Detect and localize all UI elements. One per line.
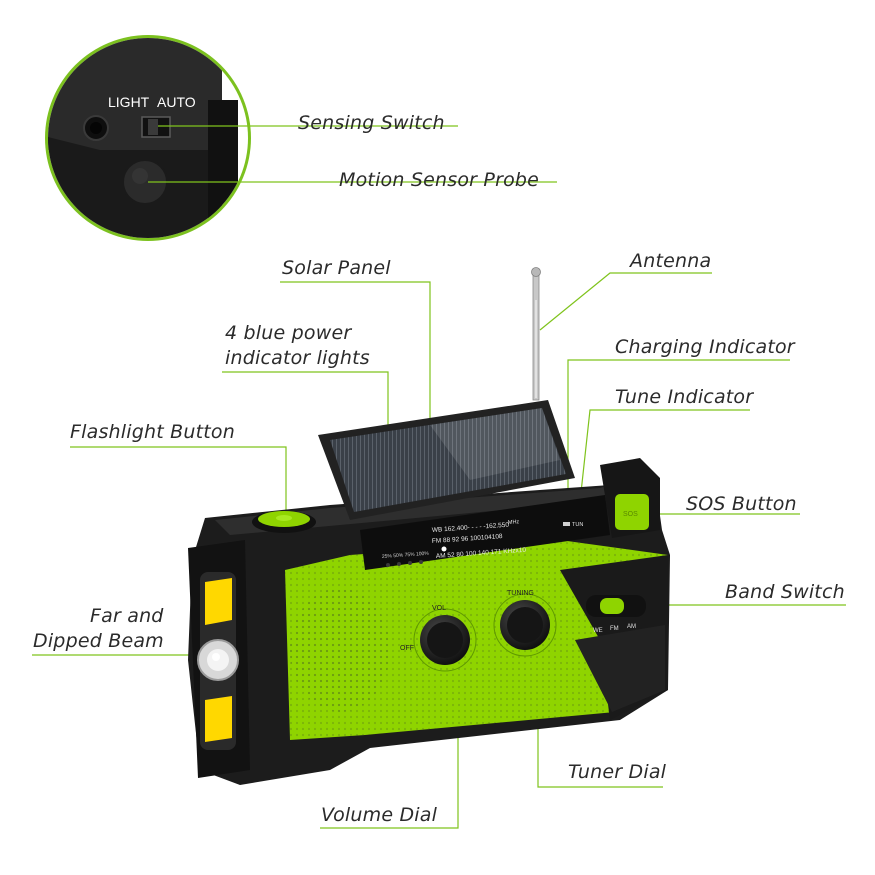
fm-band-scale: FM 88 92 96 100104108: [432, 533, 504, 545]
inset-auto-text: AUTO: [157, 94, 196, 110]
vol-text: VOL: [432, 605, 446, 612]
band-we-text: WE: [593, 628, 603, 634]
motion-sensor-inset: LIGHT AUTO: [45, 35, 251, 241]
power-light-1: [386, 563, 390, 567]
sos-button[interactable]: [615, 494, 649, 530]
dipped-beam-bottom: [205, 696, 232, 742]
solar-panel: [330, 408, 566, 512]
band-switch[interactable]: [600, 598, 624, 614]
label-beam-1: Far and: [90, 605, 164, 627]
label-solar-panel: Solar Panel: [282, 257, 391, 279]
tuning-text: TUNING: [507, 590, 534, 597]
label-tuner-dial: Tuner Dial: [568, 761, 667, 783]
label-charging-indicator: Charging Indicator: [615, 336, 795, 358]
label-sensing-switch: Sensing Switch: [298, 112, 445, 134]
speaker-grill: [290, 588, 390, 712]
label-band-switch: Band Switch: [725, 581, 845, 603]
power-light-2: [397, 562, 401, 566]
inset-device-face: [48, 38, 222, 150]
label-power-lights-2: indicator lights: [225, 347, 370, 369]
charging-indicator: [563, 522, 570, 526]
label-flashlight-button: Flashlight Button: [70, 421, 235, 443]
band-am-text: AM: [627, 624, 636, 630]
frequency-display: [360, 495, 610, 570]
label-motion-sensor-probe: Motion Sensor Probe: [339, 169, 540, 191]
label-power-lights-1: 4 blue power: [225, 322, 352, 344]
power-light-3: [408, 561, 412, 565]
sos-button-text: SOS: [623, 511, 638, 518]
band-fm-text: FM: [610, 626, 619, 632]
label-sos-button: SOS Button: [686, 493, 797, 515]
tune-indicator-text: TUN: [572, 522, 583, 528]
power-light-4: [419, 560, 423, 564]
label-tune-indicator: Tune Indicator: [615, 386, 754, 408]
inset-light-text: LIGHT: [108, 94, 150, 110]
mhz-unit: MHz: [508, 519, 520, 526]
radio: WB 162.400- - - - -162.550 MHz FM 88 92 …: [188, 267, 670, 785]
off-text: OFF: [400, 645, 414, 652]
label-beam-2: Dipped Beam: [33, 630, 164, 652]
power-level-labels: 25% 50% 75% 100%: [382, 551, 430, 560]
label-antenna: Antenna: [630, 250, 712, 272]
dipped-beam-top: [205, 578, 232, 625]
label-volume-dial: Volume Dial: [321, 804, 438, 826]
